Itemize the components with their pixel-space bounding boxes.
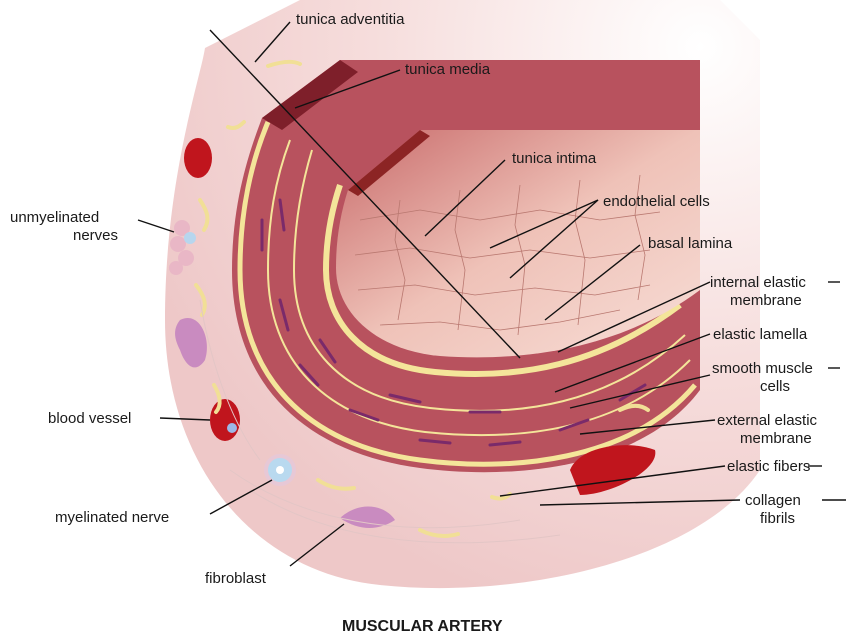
label-tunica-intima: tunica intima (512, 150, 597, 167)
diagram-title: MUSCULAR ARTERY (342, 618, 503, 635)
label-collagen-fibrils-line2: fibrils (760, 510, 795, 527)
label-unmyelinated-nerves-line1: unmyelinated (10, 209, 99, 226)
label-basal-lamina: basal lamina (648, 235, 733, 252)
label-fibroblast: fibroblast (205, 570, 267, 587)
label-unmyelinated-nerves-line2: nerves (73, 227, 118, 244)
blood-vessel-small (184, 138, 212, 178)
label-smooth-muscle-cells-line2: cells (760, 378, 790, 395)
label-smooth-muscle-cells-line1: smooth muscle (712, 360, 813, 377)
blood-vessel (210, 399, 240, 441)
label-internal-elastic-membrane-line1: internal elastic (710, 274, 806, 291)
label-elastic-fibers: elastic fibers (727, 458, 810, 475)
label-internal-elastic-membrane-line2: membrane (730, 292, 802, 309)
label-endothelial-cells: endothelial cells (603, 193, 710, 210)
label-blood-vessel: blood vessel (48, 410, 131, 427)
label-collagen-fibrils-line1: collagen (745, 492, 801, 509)
label-external-elastic-membrane-line1: external elastic (717, 412, 818, 429)
label-tunica-adventitia: tunica adventitia (296, 11, 405, 28)
label-myelinated-nerve: myelinated nerve (55, 509, 169, 526)
label-elastic-lamella: elastic lamella (713, 326, 808, 343)
label-external-elastic-membrane-line2: membrane (740, 430, 812, 447)
label-tunica-media: tunica media (405, 61, 491, 78)
